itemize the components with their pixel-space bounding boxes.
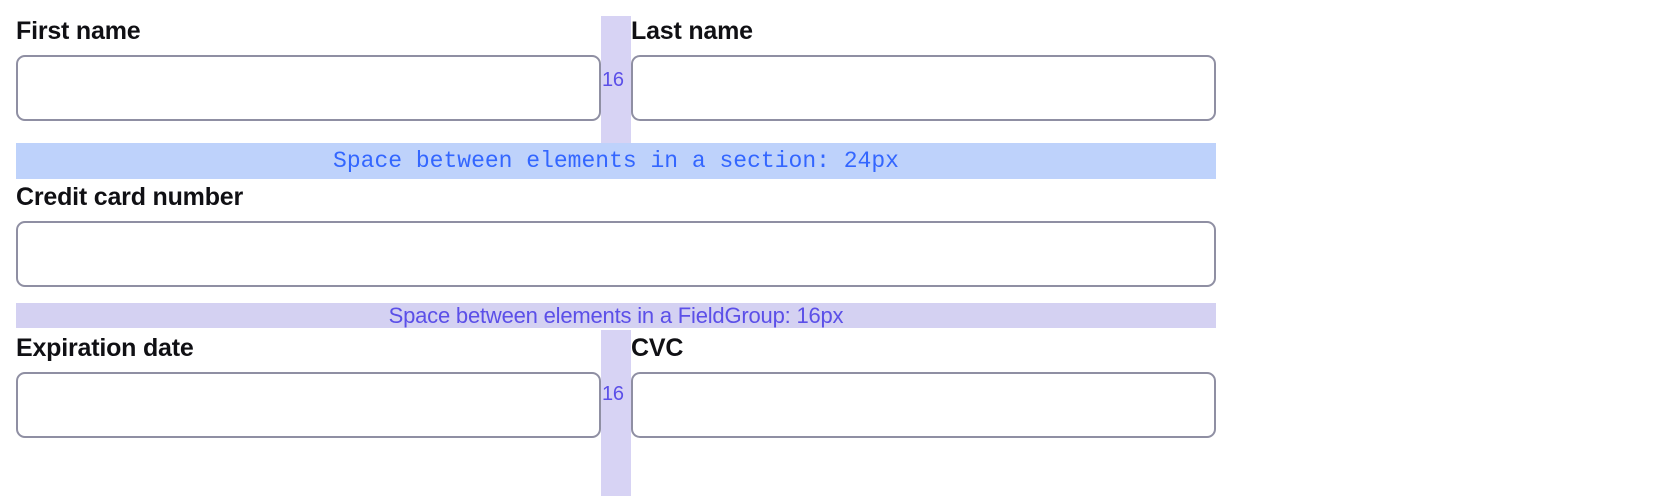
- last-name-input[interactable]: [631, 55, 1216, 121]
- field-credit-card-number: Credit card number: [16, 182, 1216, 287]
- column-gap-highlight-name-row: 16: [601, 16, 631, 146]
- field-label-cvc: CVC: [631, 334, 684, 362]
- cvc-input[interactable]: [631, 372, 1216, 438]
- section-gap-annotation-band: Space between elements in a section: 24p…: [16, 143, 1216, 179]
- form-content: 16 16 First name Last name Space between…: [16, 0, 1296, 496]
- fieldgroup-gap-annotation-text: Space between elements in a FieldGroup: …: [388, 303, 844, 328]
- column-gap-highlight-expiry-row: 16: [601, 330, 631, 496]
- fieldgroup-gap-annotation-band: Space between elements in a FieldGroup: …: [16, 303, 1216, 328]
- field-expiration-date: Expiration date: [16, 333, 601, 438]
- field-last-name: Last name: [631, 16, 1216, 121]
- first-name-input[interactable]: [16, 55, 601, 121]
- field-label-credit-card-number: Credit card number: [16, 183, 244, 211]
- column-gap-label: 16: [602, 383, 624, 405]
- field-label-last-name: Last name: [631, 17, 753, 45]
- section-gap-annotation-text: Space between elements in a section: 24p…: [333, 148, 899, 174]
- field-first-name: First name: [16, 16, 601, 121]
- credit-card-number-input[interactable]: [16, 221, 1216, 287]
- expiration-date-input[interactable]: [16, 372, 601, 438]
- column-gap-label: 16: [602, 69, 624, 91]
- field-label-expiration-date: Expiration date: [16, 334, 194, 362]
- field-cvc: CVC: [631, 333, 1216, 438]
- field-label-first-name: First name: [16, 17, 141, 45]
